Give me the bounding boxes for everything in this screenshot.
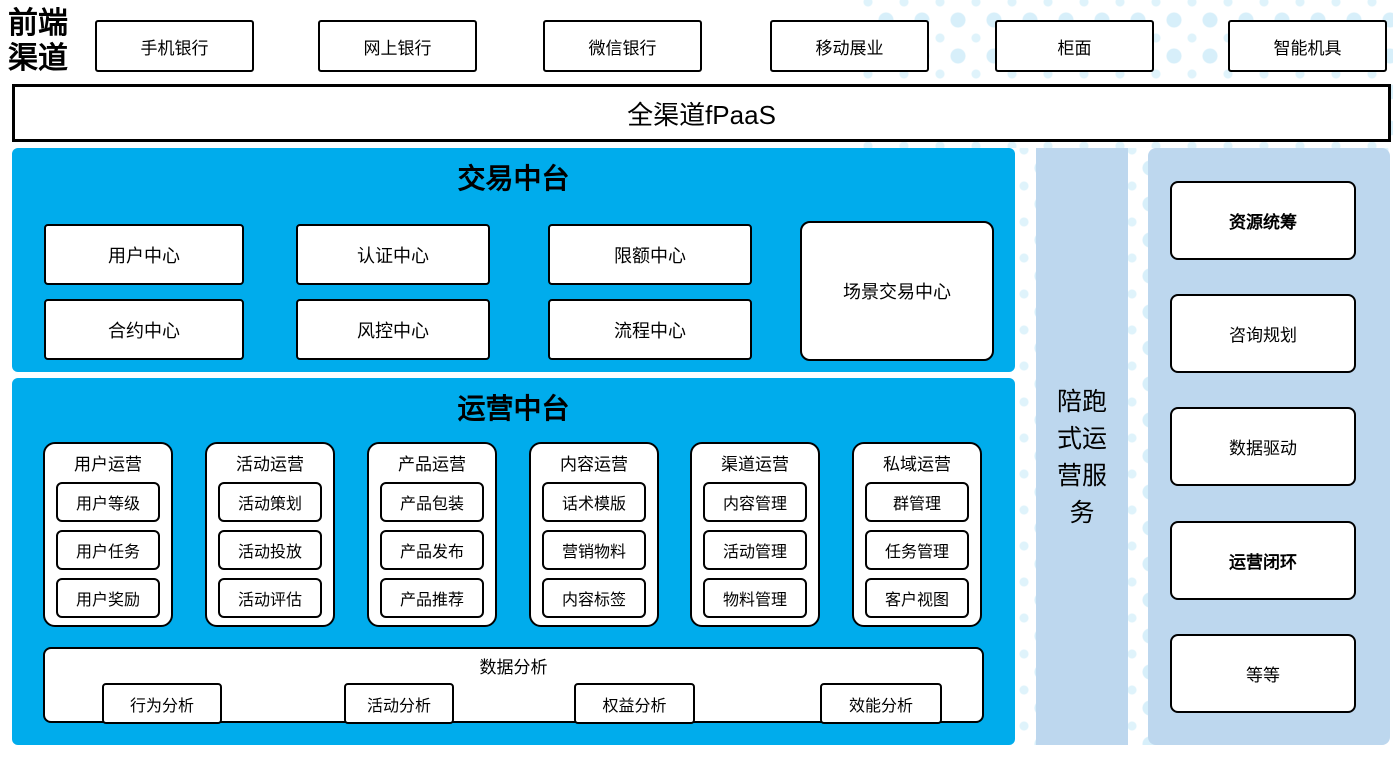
channel-box-smart-devices: 智能机具 <box>1228 20 1387 72</box>
data-analysis-panel: 数据分析 行为分析 活动分析 权益分析 效能分析 <box>43 647 984 724</box>
service-box-data-driven: 数据驱动 <box>1170 407 1356 486</box>
service-box-consulting: 咨询规划 <box>1170 294 1356 373</box>
ops-item: 活动评估 <box>218 578 322 618</box>
ops-item: 内容管理 <box>703 482 807 522</box>
service-box-etc: 等等 <box>1170 634 1356 713</box>
ops-item: 用户任务 <box>56 530 160 570</box>
analysis-box-efficiency: 效能分析 <box>820 683 942 724</box>
channel-box-counter: 柜面 <box>995 20 1154 72</box>
ops-item: 产品包装 <box>380 482 484 522</box>
ops-column-activity: 活动运营 活动策划 活动投放 活动评估 <box>205 442 335 627</box>
ops-column-content: 内容运营 话术模版 营销物料 内容标签 <box>529 442 659 627</box>
ops-item: 群管理 <box>865 482 969 522</box>
channel-box-online-banking: 网上银行 <box>318 20 477 72</box>
ops-item: 物料管理 <box>703 578 807 618</box>
channel-box-wechat-banking: 微信银行 <box>543 20 702 72</box>
center-box-auth: 认证中心 <box>296 224 490 285</box>
ops-item: 客户视图 <box>865 578 969 618</box>
center-box-risk: 风控中心 <box>296 299 490 360</box>
ops-column-title: 私域运营 <box>883 455 951 474</box>
ops-item: 话术模版 <box>542 482 646 522</box>
ops-column-title: 产品运营 <box>398 455 466 474</box>
ops-item: 任务管理 <box>865 530 969 570</box>
analysis-box-activity: 活动分析 <box>344 683 454 724</box>
ops-column-user: 用户运营 用户等级 用户任务 用户奖励 <box>43 442 173 627</box>
companion-operation-service-column: 陪跑式运营服务 <box>1036 148 1128 745</box>
ops-item: 用户等级 <box>56 482 160 522</box>
ops-column-title: 活动运营 <box>236 455 304 474</box>
ops-column-private-domain: 私域运营 群管理 任务管理 客户视图 <box>852 442 982 627</box>
ops-column-title: 用户运营 <box>74 455 142 474</box>
ops-column-title: 渠道运营 <box>721 455 789 474</box>
transaction-platform-panel: 交易中台 用户中心 认证中心 限额中心 合约中心 风控中心 流程中心 场景交易中… <box>12 148 1015 372</box>
data-analysis-title: 数据分析 <box>479 658 548 677</box>
center-box-user: 用户中心 <box>44 224 244 285</box>
ops-item: 产品推荐 <box>380 578 484 618</box>
ops-column-channel: 渠道运营 内容管理 活动管理 物料管理 <box>690 442 820 627</box>
ops-item: 活动策划 <box>218 482 322 522</box>
ops-item: 营销物料 <box>542 530 646 570</box>
center-box-scenario-transaction: 场景交易中心 <box>800 221 994 361</box>
companion-operation-service-label: 陪跑式运营服务 <box>1056 388 1107 527</box>
ops-column-product: 产品运营 产品包装 产品发布 产品推荐 <box>367 442 497 627</box>
ops-item: 产品发布 <box>380 530 484 570</box>
ops-item: 用户奖励 <box>56 578 160 618</box>
transaction-platform-title: 交易中台 <box>457 164 570 195</box>
front-channels-label: 前端渠道 <box>8 7 68 75</box>
omni-channel-fpaas-bar: 全渠道fPaaS <box>12 84 1391 142</box>
ops-item: 活动投放 <box>218 530 322 570</box>
channel-box-mobile-marketing: 移动展业 <box>770 20 929 72</box>
center-box-process: 流程中心 <box>548 299 752 360</box>
analysis-box-behavior: 行为分析 <box>102 683 222 724</box>
ops-item: 活动管理 <box>703 530 807 570</box>
center-box-limit: 限额中心 <box>548 224 752 285</box>
service-items-panel: 资源统筹 咨询规划 数据驱动 运营闭环 等等 <box>1148 148 1390 745</box>
channel-box-mobile-banking: 手机银行 <box>95 20 254 72</box>
ops-column-title: 内容运营 <box>560 455 628 474</box>
center-box-contract: 合约中心 <box>44 299 244 360</box>
operation-platform-title: 运营中台 <box>457 394 570 425</box>
service-box-operation-loop: 运营闭环 <box>1170 521 1356 600</box>
ops-item: 内容标签 <box>542 578 646 618</box>
operation-platform-panel: 运营中台 用户运营 用户等级 用户任务 用户奖励 活动运营 活动策划 活动投放 … <box>12 378 1015 745</box>
analysis-box-rights: 权益分析 <box>574 683 695 724</box>
service-box-resource-planning: 资源统筹 <box>1170 181 1356 260</box>
